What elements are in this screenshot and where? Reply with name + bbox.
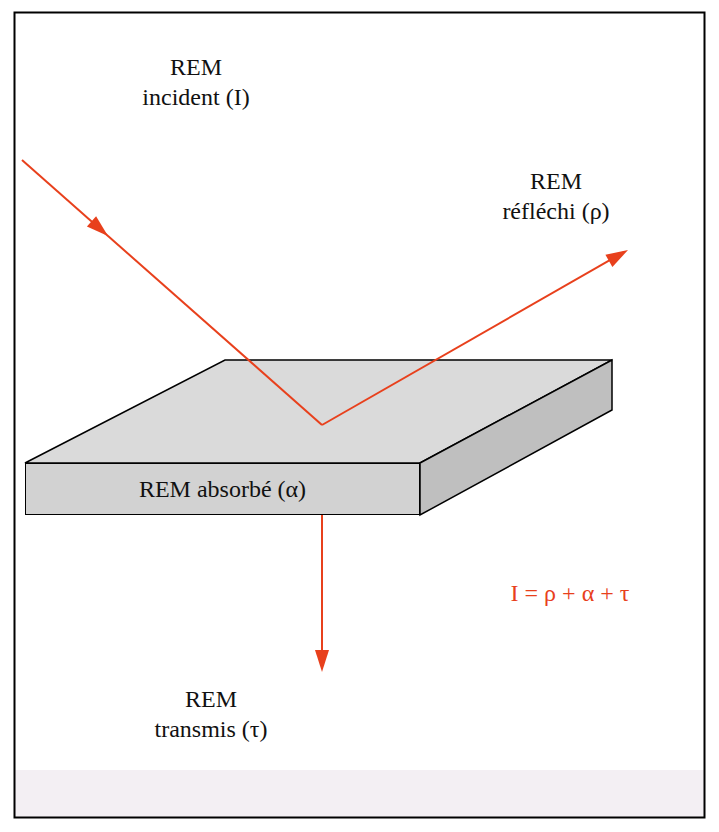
- ray-label: REM incident (I): [135, 52, 257, 112]
- frame-border: [15, 13, 705, 818]
- arrowhead: [605, 250, 628, 267]
- arrowhead: [315, 650, 329, 672]
- arrowhead: [87, 216, 108, 236]
- incident-ray: [22, 160, 322, 425]
- slab-side-face: [420, 360, 612, 515]
- transmitted-ray: [321, 515, 323, 668]
- reflected-ray: [322, 252, 624, 425]
- slab-front-face: REM absorbé (α): [25, 463, 420, 515]
- ray-label: REM transmis (τ): [150, 684, 272, 744]
- formula: I = ρ + α + τ: [450, 578, 690, 608]
- bottom-band: [14, 770, 705, 818]
- slab-label: REM absorbé (α): [139, 474, 306, 504]
- ray-label: REM réfléchi (ρ): [495, 166, 617, 226]
